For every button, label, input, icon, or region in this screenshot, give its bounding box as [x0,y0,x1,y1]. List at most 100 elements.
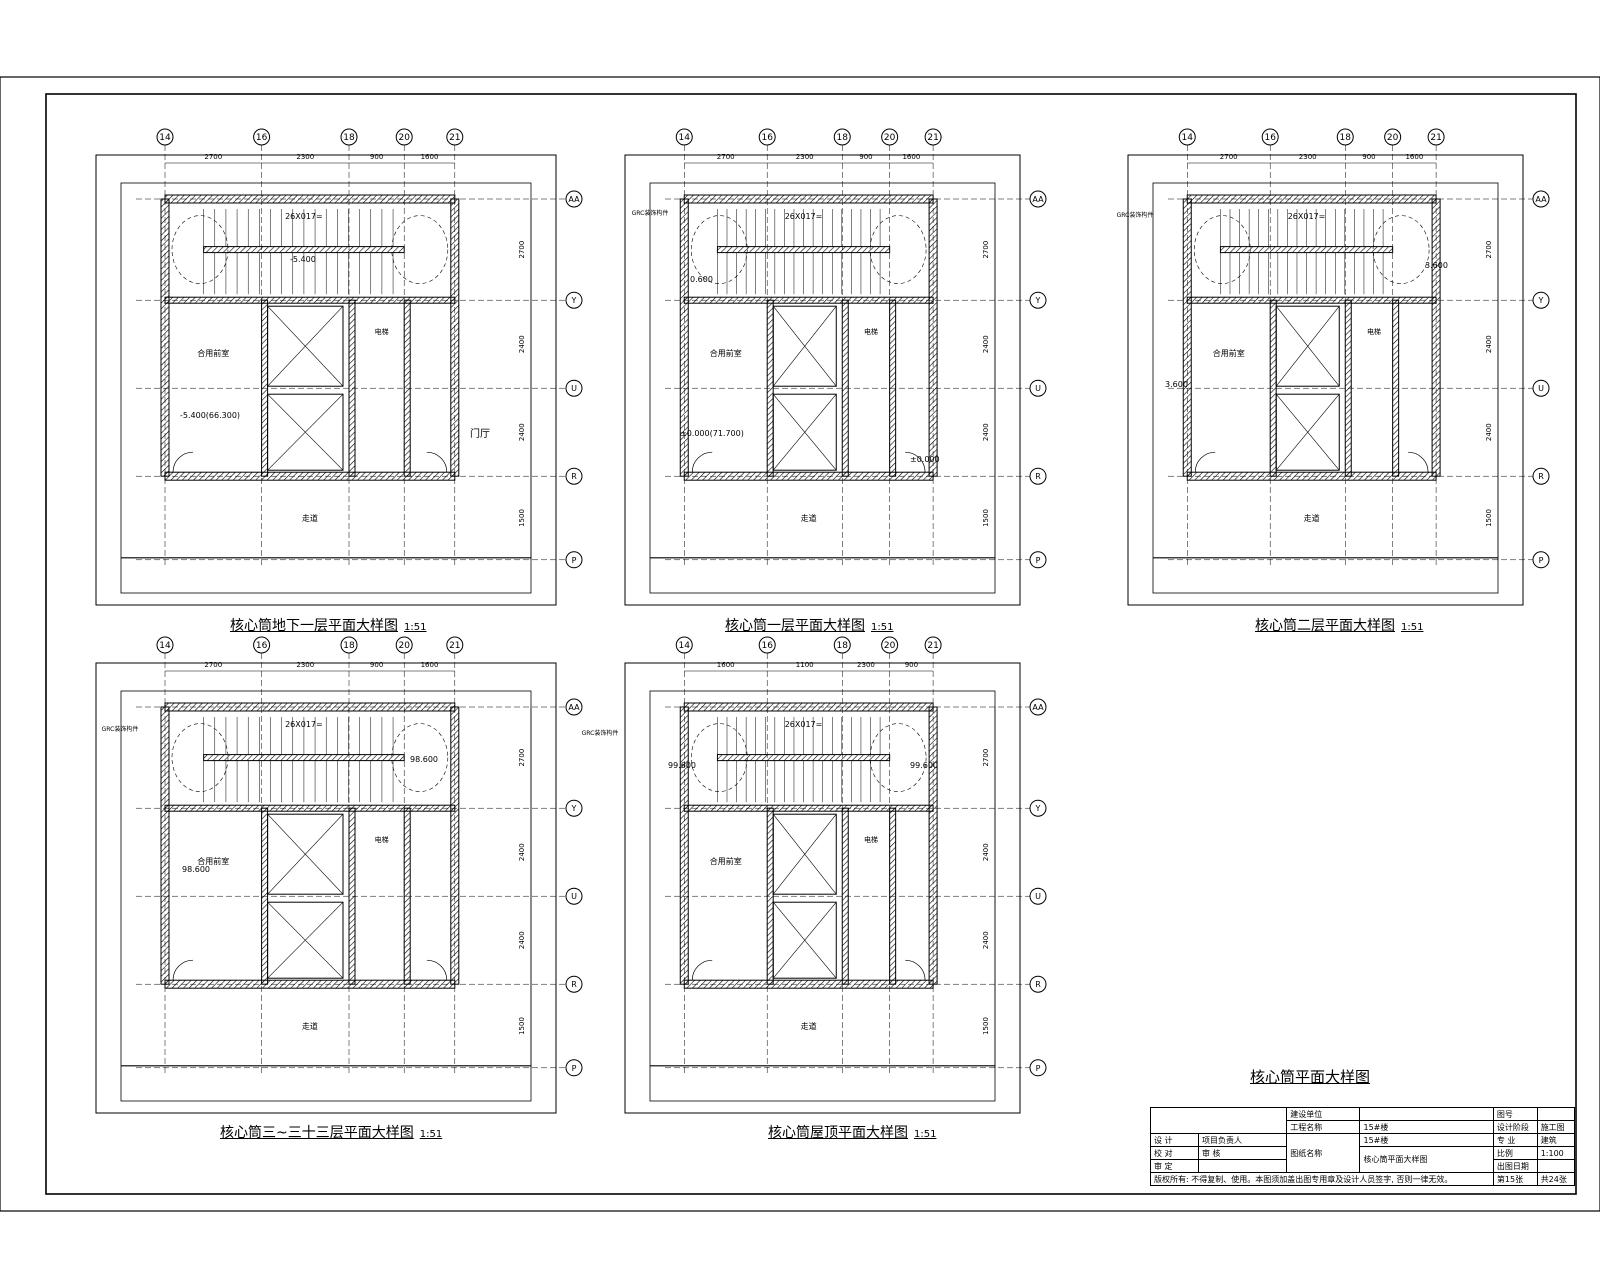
dim-top: 900 [370,153,383,161]
dim-top: 900 [1362,153,1375,161]
elevator-x [1275,394,1340,471]
hall-label: 合用前室 [1213,348,1245,358]
dim-top: 1600 [1405,153,1423,161]
grid-col-label: 20 [884,641,896,651]
grid-row-label: R [1035,980,1041,989]
wall [1219,246,1394,254]
wall [1344,299,1352,477]
level-label: 3.600 [1425,261,1448,270]
grid-col-label: 20 [1387,133,1399,143]
door-swing [905,959,926,981]
landing-outline [171,723,229,792]
tb-review: 审 核 [1197,1146,1288,1160]
dim-top: 2300 [296,153,314,161]
dim-top: 1600 [421,153,439,161]
wall [1269,299,1277,477]
tb-approve: 审 定 [1150,1159,1199,1173]
grid-col-label: 14 [159,133,171,143]
dim-top: 2700 [204,153,222,161]
level-label: 3.600 [1165,380,1188,389]
dim-right: 2400 [518,931,526,949]
grid-row-label: AA [1535,195,1547,204]
tb-blank2 [1197,1159,1288,1173]
dim-top: 900 [859,153,872,161]
grid-row-label: P [1036,1064,1041,1073]
grid-row-label: AA [1032,703,1044,712]
tb-date [1536,1159,1576,1173]
dim-right: 2400 [982,843,990,861]
dim-right: 2400 [1485,423,1493,441]
wall [160,198,170,477]
dim-right: 2400 [982,423,990,441]
plan-frame [624,154,1021,606]
grid-row-label: Y [1035,804,1041,813]
tb-ratio: 1:100 [1536,1146,1576,1160]
grid-col-label: 16 [256,133,268,143]
tb-blank [1149,1107,1288,1134]
grid-col-label: 16 [761,641,773,651]
wall [683,194,934,204]
grid-row-label: P [572,556,577,565]
grid-col-label: 20 [398,641,410,651]
wall [766,807,774,985]
plan-title-1f-text: 核心筒一层平面大样图 [725,618,865,634]
grid-col-label: 18 [837,133,849,143]
door-swing [691,451,713,473]
door-swing [426,451,448,473]
stair-label: 26X017= [285,720,323,729]
tb-sheet-no: 第15张 [1492,1172,1538,1186]
door-swing [1194,451,1216,473]
tb-drawing: 图纸名称 [1286,1133,1361,1173]
grid-bubble-row [565,551,583,569]
grid-row-label: U [1035,892,1041,901]
wall [1392,299,1400,477]
elevator-x [267,305,344,387]
wall [679,198,689,477]
dim-top: 1600 [717,661,735,669]
wall [164,194,456,204]
grc-label: GRC装饰构件 [102,725,139,733]
tb-date-lbl: 出图日期 [1492,1159,1538,1173]
wall [450,198,460,477]
grid-row-label: Y [571,804,577,813]
level-label: ±0.000 [910,455,940,464]
elevator-x [772,306,837,387]
grid-col-label: 14 [159,641,171,651]
plan-scale-b1: 1:51 [404,622,427,633]
wall [203,754,405,762]
corridor-label: 走道 [801,1021,817,1031]
dim-right: 1500 [518,1017,526,1035]
grid-bubble-row [565,975,583,993]
elev-label: 电梯 [375,835,389,844]
level-label: 99.600 [668,761,696,770]
hall-label: 合用前室 [710,348,742,358]
dim-right: 1500 [982,509,990,527]
outer-border [0,76,1600,1212]
wall [841,299,849,477]
tb-no-lbl: 图号 [1492,1107,1538,1121]
door-swing [1408,451,1429,473]
tb-no-val [1536,1107,1576,1121]
grid-bubble-row [565,1059,583,1077]
hall-label: 合用前室 [197,348,229,358]
grid-col-label: 14 [1182,133,1194,143]
wall [164,471,456,481]
plan-scale-1f: 1:51 [871,622,894,633]
grid-row-label: Y [571,296,577,305]
wall [160,706,170,985]
stair-label: 26X017= [285,212,323,221]
grid-col-label: 18 [343,641,355,651]
grid-row-label: U [1035,384,1041,393]
dim-right: 2700 [1485,241,1493,259]
plan-title-1f: 核心筒一层平面大样图 1:51 [725,615,893,635]
tb-phase-lbl: 设计阶段 [1492,1120,1538,1134]
grid-col-label: 16 [1264,133,1276,143]
grid-row-label: R [1035,472,1041,481]
plan-scale-std: 1:51 [419,1129,443,1140]
